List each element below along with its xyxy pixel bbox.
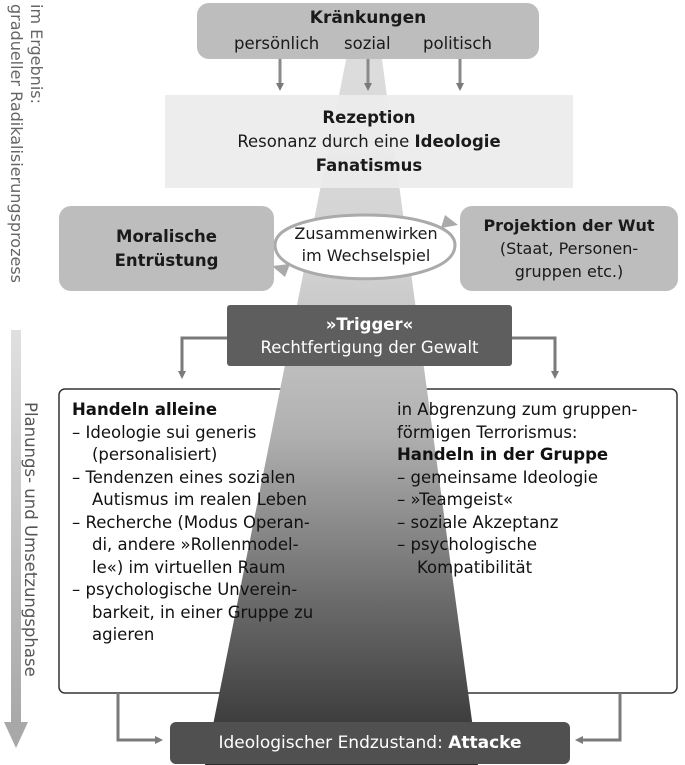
side-label-result-line2: gradueller Radikalisierungsprozess	[7, 4, 26, 283]
kraenkungen-item-persoenlich: persönlich	[234, 34, 320, 53]
arrow-left-to-end	[116, 693, 163, 744]
rezeption-fanatismus: Fanatismus	[315, 155, 423, 175]
arrow-trigger-left	[178, 336, 228, 379]
kraenkungen-box: Kränkungen	[197, 3, 539, 59]
left-list-item-4: psychologische Unverein-barkeit, in eine…	[72, 579, 354, 647]
endzustand-box: Ideologischer Endzustand: Attacke	[170, 722, 570, 764]
gruppe-intro-line1: in Abgrenzung zum gruppen-	[397, 400, 638, 419]
trigger-title: »Trigger«	[325, 314, 414, 334]
progress-arrow-head	[4, 722, 28, 748]
left-item-1-line2: (personalisiert)	[92, 445, 218, 464]
trigger-box: »Trigger« Rechtfertigung der Gewalt	[227, 305, 512, 366]
side-label-phase: Planungs- und Umsetzungsphase	[21, 402, 40, 677]
left-item-4-line3: agieren	[92, 625, 155, 644]
moralische-line1: Moralische	[116, 226, 217, 246]
rezeption-box: Rezeption Resonanz durch eine Ideologie …	[165, 95, 573, 188]
handeln-gruppe-title: Handeln in der Gruppe	[397, 445, 609, 464]
right-list-item-1: gemeinsame Ideologie	[397, 467, 675, 490]
projektion-box: Projektion der Wut (Staat, Personen- gru…	[460, 206, 678, 291]
kraenkungen-item-sozial: sozial	[344, 34, 391, 53]
zusammen-line2: im Wechselspiel	[301, 246, 431, 265]
cycle-arrow-left	[272, 264, 290, 277]
handeln-alleine-box: Handeln alleine Ideologie sui generis (pe…	[72, 399, 354, 647]
cycle-ellipse	[273, 213, 457, 281]
rezeption-line2-text: Resonanz durch eine	[237, 131, 415, 151]
gruppe-intro-line2: förmigen Terrorismus:	[397, 422, 578, 442]
side-label-result-line1: im Ergebnis:	[27, 4, 46, 104]
endzustand-attacke: Attacke	[448, 733, 522, 753]
arrow-right-to-end	[575, 693, 622, 744]
rezeption-title: Rezeption	[322, 107, 416, 127]
kraenkungen-title: Kränkungen	[309, 8, 427, 28]
right-item-1-line1: gemeinsame Ideologie	[410, 467, 599, 487]
handeln-alleine-title: Handeln alleine	[72, 400, 218, 419]
projektion-line3: gruppen etc.)	[514, 262, 624, 281]
kraenkungen-item-politisch: politisch	[423, 34, 492, 53]
left-item-1-line1: Ideologie sui generis	[85, 422, 257, 442]
right-item-3-line1: soziale Akzeptanz	[410, 512, 559, 532]
left-item-3-line3: le«) im virtuellen Raum	[92, 557, 286, 577]
right-item-2-line1: »Teamgeist«	[410, 490, 514, 509]
endzustand-label: Ideologischer Endzustand:	[218, 733, 449, 753]
zusammen-line1: Zusammenwirken	[294, 224, 438, 243]
side-label-result: im Ergebnis: gradueller Radikalisierungs…	[6, 4, 46, 283]
left-item-4-line1: psychologische Unverein-	[85, 580, 298, 599]
trigger-subtitle: Rechtfertigung der Gewalt	[260, 337, 479, 357]
projektion-line2: (Staat, Personen-	[499, 239, 639, 258]
right-list-item-3: soziale Akzeptanz	[397, 512, 675, 535]
left-item-3-line2: di, andere »Rollenmodel-	[92, 535, 299, 554]
rezeption-ideologie: Ideologie	[414, 131, 501, 151]
arrow-trigger-right	[512, 336, 559, 379]
left-item-3-line1: Recherche (Modus Operan-	[85, 512, 310, 532]
left-list-item-3: Recherche (Modus Operan-di, andere »Roll…	[72, 512, 354, 580]
handeln-gruppe-box: in Abgrenzung zum gruppen- förmigen Terr…	[397, 399, 675, 579]
rezeption-line2: Resonanz durch eine Ideologie	[237, 130, 500, 154]
left-item-2-line2: Autismus im realen Leben	[92, 490, 307, 509]
projektion-title: Projektion der Wut	[483, 216, 655, 235]
left-item-2-line1: Tendenzen eines sozialen	[85, 467, 296, 487]
right-item-4-line2: Kompatibilität	[417, 557, 533, 577]
progress-arrow-shaft	[11, 330, 21, 725]
left-list-item-1: Ideologie sui generis (personalisiert)	[72, 422, 354, 467]
right-item-4-line1: psychologische	[410, 535, 537, 554]
moralische-entruestung-box: Moralische Entrüstung	[59, 206, 274, 291]
left-item-4-line2: barkeit, in einer Gruppe zu	[92, 602, 314, 622]
moralische-line2: Entrüstung	[114, 250, 219, 270]
zusammenwirken-label: Zusammenwirken im Wechselspiel	[280, 218, 452, 272]
right-list-item-2: »Teamgeist«	[397, 489, 675, 512]
cycle-arrow-right	[441, 215, 458, 228]
